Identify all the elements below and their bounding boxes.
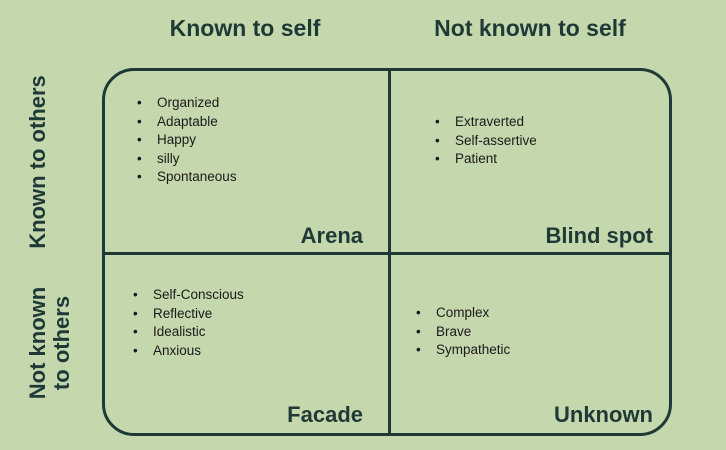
- trait-item: Anxious: [133, 342, 244, 361]
- row-header-line-1: Not known: [25, 286, 50, 400]
- trait-item: silly: [137, 150, 237, 169]
- arena-trait-list: Organized Adaptable Happy silly Spontane…: [137, 94, 237, 187]
- trait-item: Complex: [416, 304, 510, 323]
- trait-item: Brave: [416, 323, 510, 342]
- row-header-not-known-to-others: Not known to others: [25, 253, 74, 433]
- trait-item: Organized: [137, 94, 237, 113]
- quadrant-label-blind-spot: Blind spot: [545, 223, 653, 248]
- row-header-line-2: to others: [49, 295, 74, 391]
- quadrant-label-facade: Facade: [287, 402, 363, 427]
- blind-spot-trait-list: Extraverted Self-assertive Patient: [435, 113, 537, 169]
- trait-item: Spontaneous: [137, 168, 237, 187]
- facade-trait-list: Self-Conscious Reflective Idealistic Anx…: [133, 286, 244, 360]
- trait-item: Extraverted: [435, 113, 537, 132]
- trait-item: Patient: [435, 150, 537, 169]
- trait-item: Adaptable: [137, 113, 237, 132]
- trait-item: Reflective: [133, 305, 244, 324]
- trait-item: Self-Conscious: [133, 286, 244, 305]
- trait-item: Sympathetic: [416, 341, 510, 360]
- column-header-not-known-to-self: Not known to self: [434, 15, 626, 41]
- unknown-trait-list: Complex Brave Sympathetic: [416, 304, 510, 360]
- johari-window-grid: Organized Adaptable Happy silly Spontane…: [102, 68, 672, 436]
- row-header-known-to-others: Known to others: [25, 75, 50, 249]
- trait-item: Idealistic: [133, 323, 244, 342]
- quadrant-label-arena: Arena: [300, 223, 363, 248]
- column-header-known-to-self: Known to self: [169, 15, 321, 41]
- quadrant-label-unknown: Unknown: [554, 402, 653, 427]
- horizontal-divider: [105, 252, 669, 255]
- trait-item: Happy: [137, 131, 237, 150]
- trait-item: Self-assertive: [435, 132, 537, 151]
